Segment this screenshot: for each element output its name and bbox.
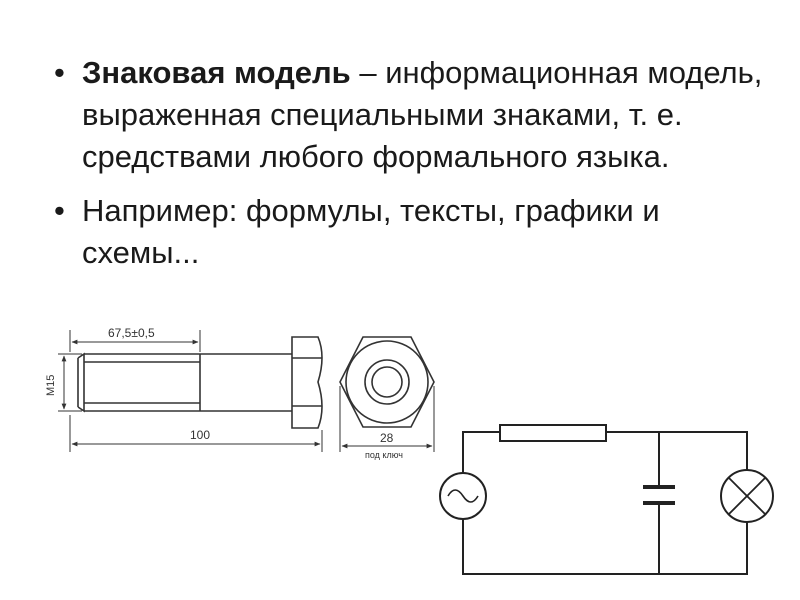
bolt-end-view	[339, 336, 435, 428]
resistor-symbol	[499, 424, 607, 442]
dim-thread-length-label: 67,5±0,5	[108, 326, 155, 340]
definition-term: Знаковая модель	[82, 55, 351, 90]
dim-wrench-note: под ключ	[365, 450, 403, 460]
bullet-marker: •	[54, 193, 65, 228]
definition-text: – информационная модель, выраженная спец…	[82, 55, 763, 174]
bolt-dimensions	[58, 330, 323, 452]
dim-wrench-label: 28	[380, 431, 394, 445]
dim-total-length-label: 100	[190, 428, 210, 442]
electrical-circuit	[439, 424, 774, 575]
examples-text: Например: формулы, тексты, графики и схе…	[82, 193, 660, 270]
bullet-item-examples: • Например: формулы, тексты, графики и с…	[48, 190, 768, 274]
bullet-list: • Знаковая модель – информационная модел…	[48, 52, 768, 286]
dim-thread-label: M15	[45, 375, 57, 396]
bullet-item-definition: • Знаковая модель – информационная модел…	[48, 52, 768, 178]
bolt-side-view	[77, 336, 323, 429]
wrench-dimensions	[339, 386, 435, 452]
bullet-marker: •	[54, 55, 65, 90]
